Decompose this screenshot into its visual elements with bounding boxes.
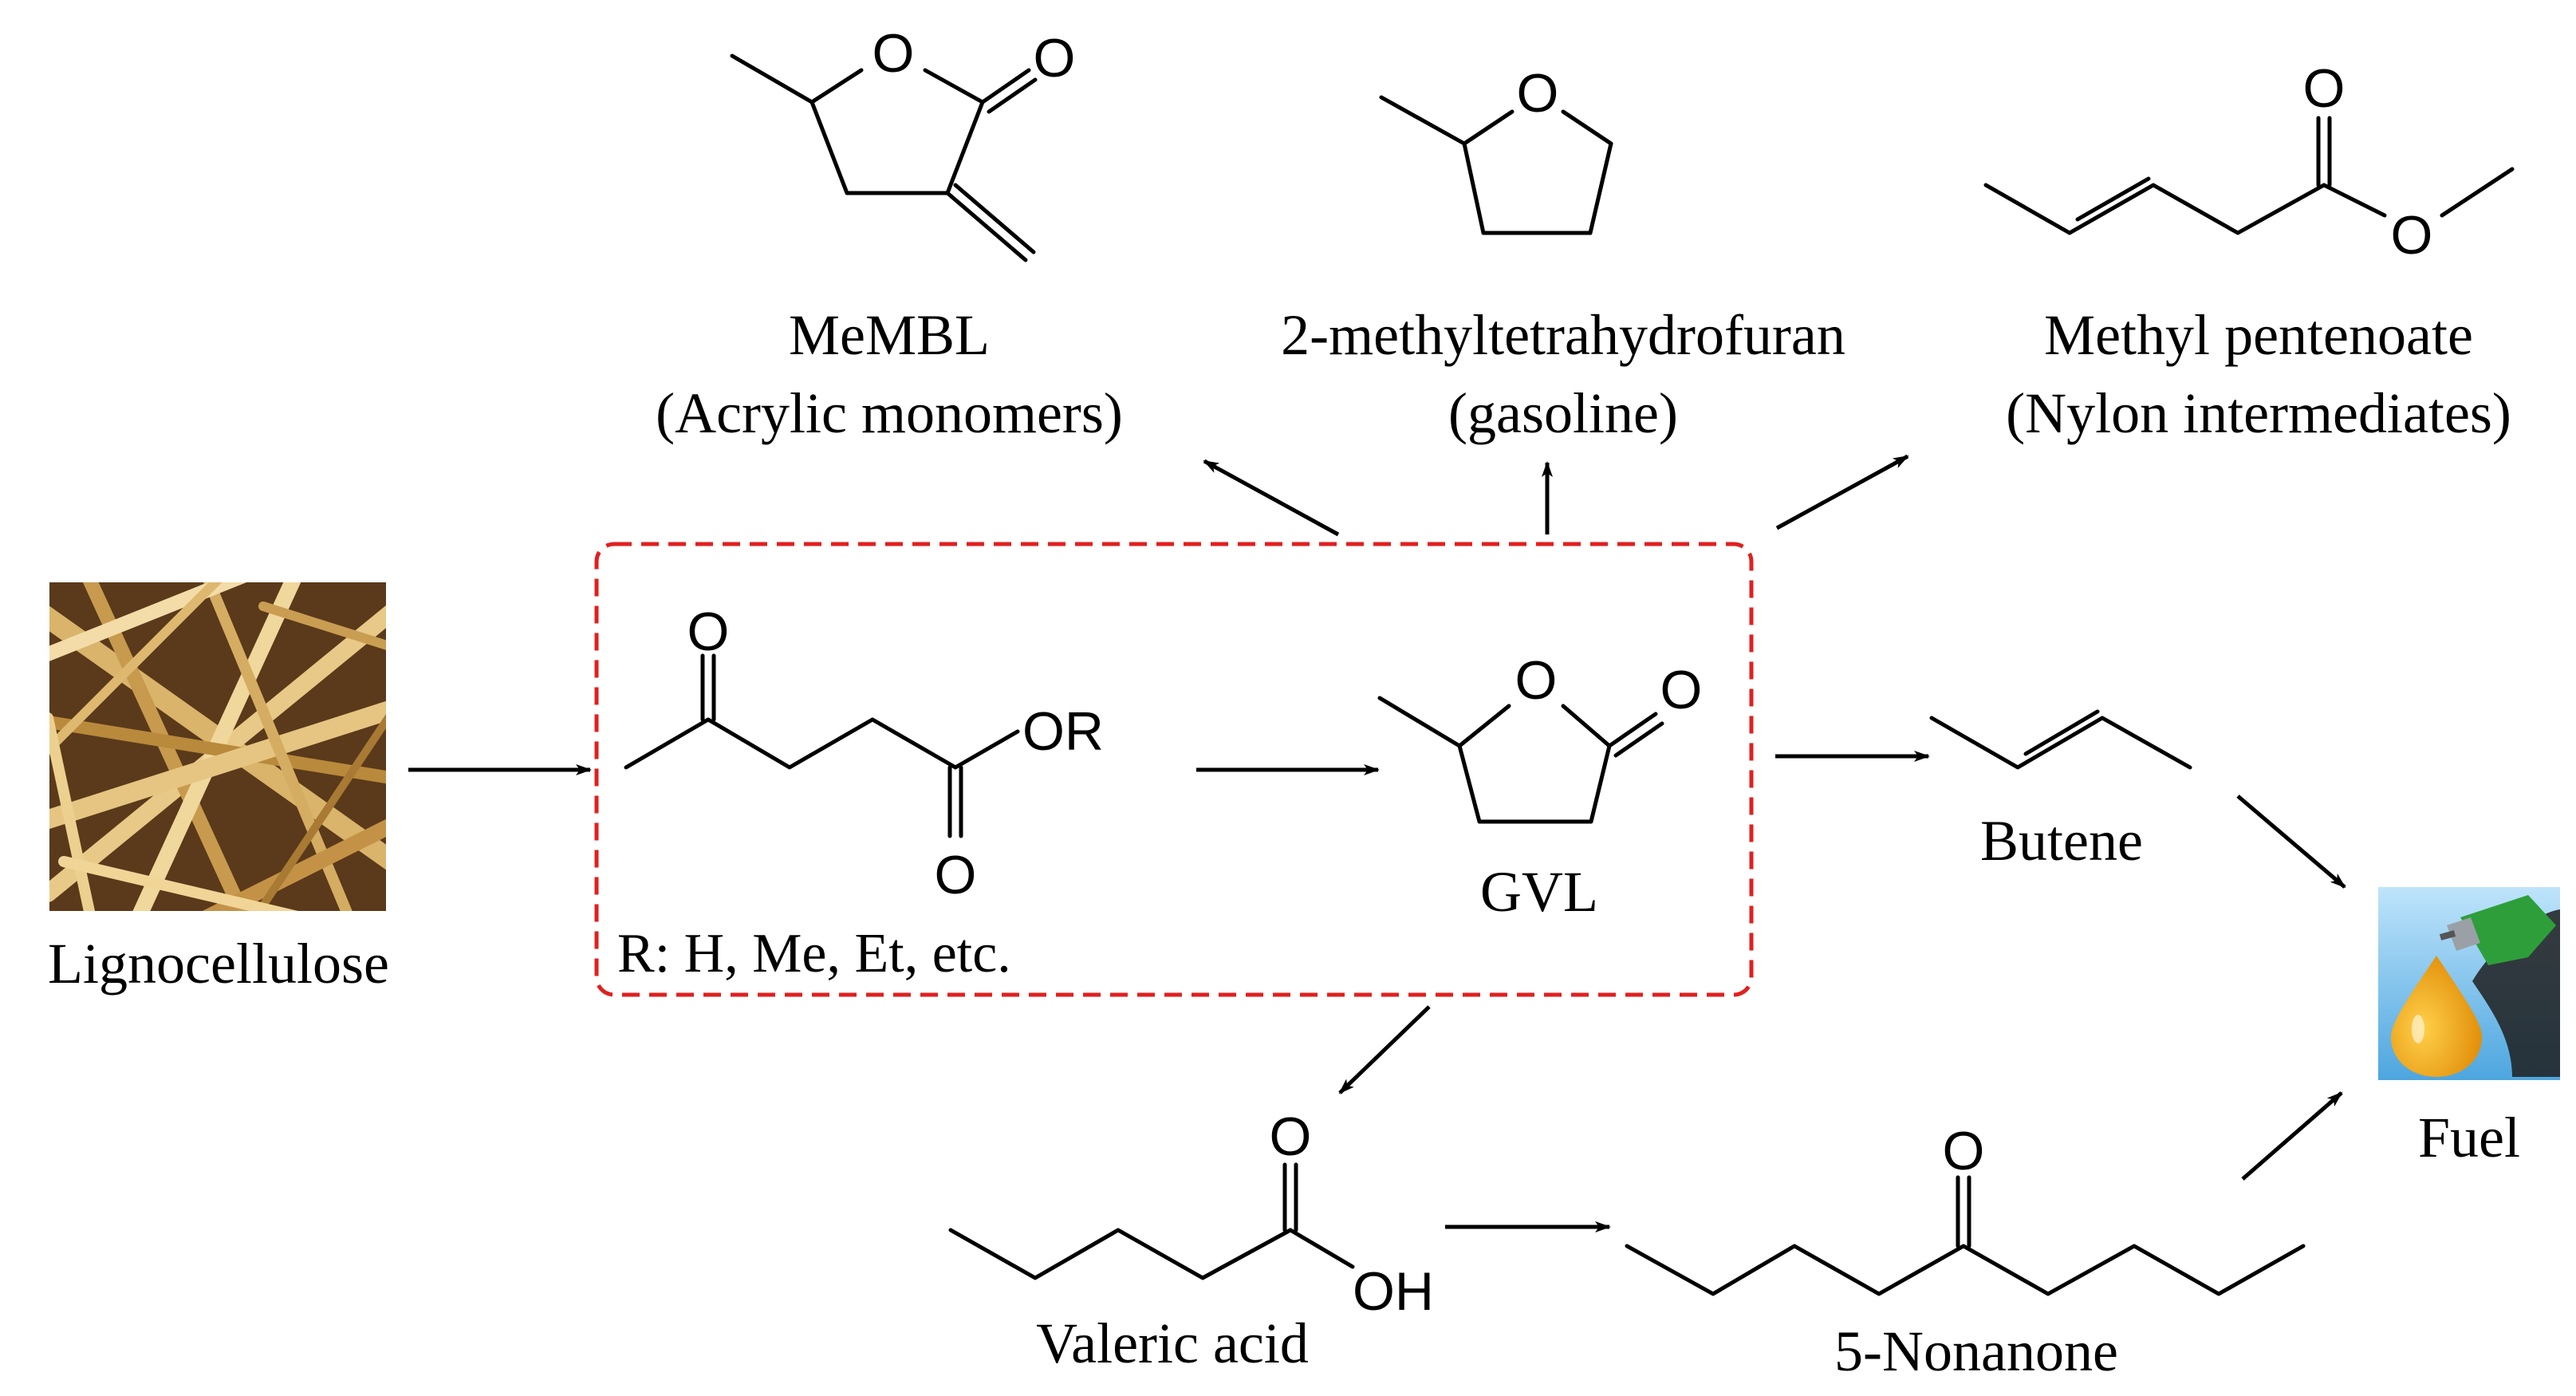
membl-carbonyl-oxygen-label: O [1034,28,1076,89]
mthf-use: (gasoline) [1448,381,1678,445]
straw-photo [49,582,386,911]
membl-ring-oxygen-label: O [872,23,915,84]
membl-name: MeMBL [789,303,990,367]
methyl-pentenoate-name: Methyl pentenoate [2044,303,2473,367]
levulinic-ester-structure [624,653,1020,838]
methyl-pentenoate-ether-oxygen-label: O [2391,205,2433,266]
valeric-carbonyl-oxygen-label: O [1270,1106,1312,1167]
mthf-structure [1379,95,1613,235]
butene-label: Butene [1980,809,2143,873]
nonanone-label: 5-Nonanone [1834,1319,2118,1383]
membl-use: (Acrylic monomers) [656,381,1123,445]
arrow-butene-to-fuel [2236,795,2346,889]
lignocellulose-label: Lignocellulose [48,932,389,996]
arrow-to-methyl-pentenoate [1775,454,1909,530]
nonanone-oxygen-label: O [1943,1121,1985,1181]
arrow-to-valeric-acid [1338,1005,1431,1094]
valeric-acid-label: Valeric acid [1036,1311,1309,1375]
methyl-pentenoate-carbonyl-oxygen-label: O [2303,58,2346,119]
fuel-pump-drop-icon [2378,887,2560,1080]
gvl-structure [1377,696,1664,824]
mthf-name: 2-methyltetrahydrofuran [1281,303,1845,367]
fuel-label: Fuel [2418,1106,2520,1169]
arrow-to-membl [1203,459,1340,537]
methyl-pentenoate-use: (Nylon intermediates) [2006,381,2511,445]
platform-box [594,542,1754,997]
butene-structure [1929,709,2192,770]
ester-substituent-label: R: H, Me, Et, etc. [617,923,1011,984]
ester-group-label: OR [1022,701,1104,762]
gvl-label: GVL [1480,860,1598,924]
nonanone-structure [1625,1175,2306,1296]
valeric-hydroxyl-label: OH [1353,1261,1434,1322]
membl-structure [730,53,1038,262]
gvl-carbonyl-oxygen-label: O [1660,660,1703,720]
arrow-nonanone-to-fuel [2241,1091,2343,1181]
ketone-oxygen-label: O [687,601,730,662]
ester-oxygen-label: O [935,845,977,905]
mthf-oxygen-label: O [1517,63,1559,124]
valeric-acid-structure [948,1162,1355,1280]
methyl-pentenoate-structure [1983,116,2515,235]
gvl-ring-oxygen-label: O [1515,650,1558,711]
